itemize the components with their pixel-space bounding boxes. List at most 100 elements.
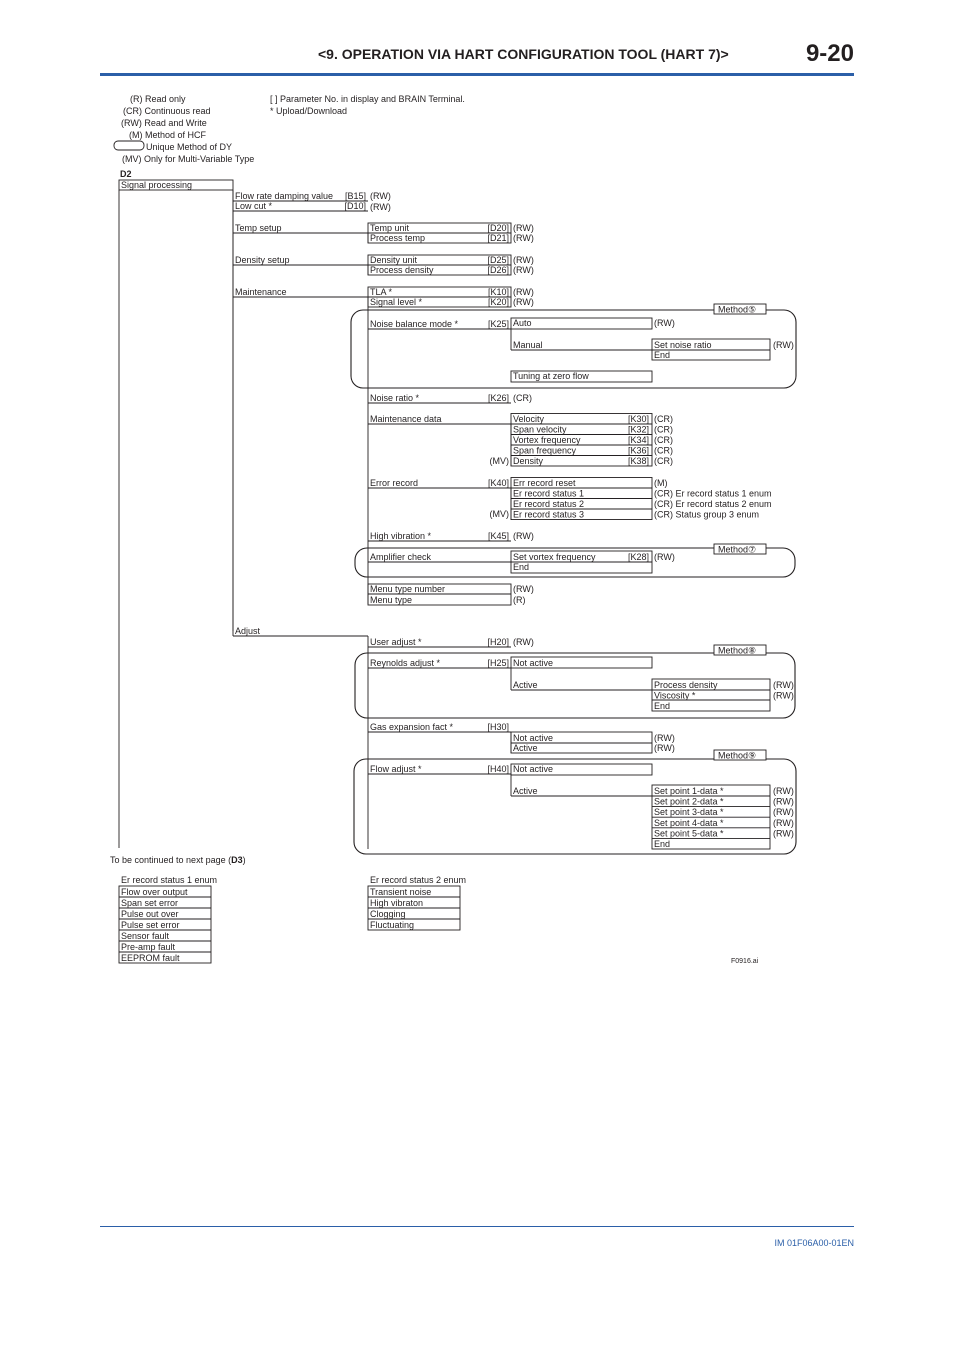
menu-type-label: Menu type [370, 595, 412, 605]
mdata-access: (CR) [654, 414, 673, 424]
err-access: (CR) Er record status 2 enum [654, 499, 772, 509]
vortex-end: End [513, 562, 529, 572]
menu-type-access: (R) [513, 595, 526, 605]
mdata-box [510, 455, 653, 467]
mdata-param: [K32] [628, 425, 649, 435]
enum2-item: High vibraton [370, 898, 423, 908]
method8-box [713, 644, 767, 656]
density-setup-label: Density setup [235, 255, 290, 265]
legend-item-4: Unique Method of DY [146, 142, 232, 152]
gas-expansion-param: [H30] [487, 722, 509, 732]
noise-ratio-label: Noise ratio * [370, 393, 420, 403]
mdata-param: [K38] [628, 456, 649, 466]
legend-param-note: [ ] Parameter No. in display and BRAIN T… [270, 94, 465, 104]
enum1-item: EEPROM fault [121, 953, 180, 963]
legend-item-0: (R) Read only [130, 94, 186, 104]
sub-access: (RW) [513, 223, 534, 233]
enum2-item: Transient noise [370, 887, 431, 897]
enum1-item: Pre-amp fault [121, 942, 176, 952]
temp-setup-label: Temp setup [235, 223, 282, 233]
figure-id: F0916.ai [731, 958, 759, 965]
noise-ratio-access: (CR) [513, 393, 532, 403]
mdata-param: [K36] [628, 446, 649, 456]
legend-item-1: (CR) Continuous read [123, 106, 211, 116]
low-cut-label: Low cut * [235, 201, 273, 211]
set-point-access: (RW) [773, 828, 794, 838]
err-access: (CR) Status group 3 enum [654, 510, 759, 520]
sub-label: Density unit [370, 255, 418, 265]
unique-method-symbol [113, 140, 145, 151]
flow-active-label: Active [513, 786, 538, 796]
gas-expansion-label: Gas expansion fact * [370, 722, 454, 732]
maintenance-label: Maintenance [235, 287, 287, 297]
method7-box [713, 543, 767, 555]
method9-frame [353, 758, 797, 855]
menu-number-label: Menu type number [370, 584, 445, 594]
set-point-access: (RW) [773, 807, 794, 817]
page-header-title: <9. OPERATION VIA HART CONFIGURATION TOO… [318, 46, 729, 62]
footer-rule [100, 1226, 854, 1227]
maint-param: [K20] [488, 297, 509, 307]
set-point-access: (RW) [773, 797, 794, 807]
flow-notactive-box [510, 763, 653, 776]
err-label: Er record status 1 [513, 489, 584, 499]
sub-box [367, 264, 512, 276]
maint-access: (RW) [513, 297, 534, 307]
method8-label: Method⑧ [718, 646, 756, 656]
amplifier-check-label: Amplifier check [370, 552, 432, 562]
flow-damping-label: Flow rate damping value [235, 191, 333, 201]
enum1-title: Er record status 1 enum [121, 875, 217, 885]
method5-label: Method⑤ [718, 305, 756, 315]
set-noise-access: (RW) [773, 340, 794, 350]
tuning-box [510, 370, 653, 383]
page-number: 9-20 [805, 40, 854, 67]
gas-notactive: Not active [513, 733, 553, 743]
set-point-label: Set point 1-data * [654, 786, 724, 796]
set-point-access: (RW) [773, 818, 794, 828]
rey-params-box [651, 678, 771, 712]
mdata-access: (CR) [654, 446, 673, 456]
high-vibration-label: High vibration * [370, 531, 432, 541]
gas-active: Active [513, 743, 538, 753]
flow-notactive: Not active [513, 764, 553, 774]
mdata-label: Span velocity [513, 425, 567, 435]
node-id: D2 [120, 169, 132, 179]
high-vibration-access: (RW) [513, 531, 534, 541]
user-adjust-label: User adjust * [370, 637, 422, 647]
adjust-label: Adjust [235, 626, 261, 636]
err-box [510, 508, 653, 520]
auto-access: (RW) [654, 318, 675, 328]
gas-box [510, 731, 653, 754]
set-point-label: Set point 2-data * [654, 797, 724, 807]
method7-label: Method⑦ [718, 545, 756, 555]
err-label: Er record status 3 [513, 510, 584, 520]
method7-frame [354, 547, 796, 578]
sub-param: [D20] [487, 223, 509, 233]
gas-access: (RW) [654, 733, 675, 743]
set-point-label: Set point 4-data * [654, 818, 724, 828]
mdata-param: [K34] [628, 435, 649, 445]
enum1-item: Sensor fault [121, 931, 170, 941]
sub-param: [D21] [487, 233, 509, 243]
reynolds-adjust-label: Reynolds adjust * [370, 658, 441, 668]
mdata-label: Density [513, 456, 544, 466]
user-adjust-access: (RW) [513, 637, 534, 647]
maint-label: Signal level * [370, 297, 423, 307]
rey-param-access: (RW) [773, 680, 794, 690]
method5-frame [350, 309, 797, 389]
legend-item-5: (MV) Only for Multi-Variable Type [122, 154, 254, 164]
sub-box [367, 232, 512, 244]
flow-damping-param: [B15] [345, 191, 366, 201]
sub-label: Process temp [370, 233, 425, 243]
set-noise-label: Set noise ratio [654, 340, 712, 350]
menu-number-access: (RW) [513, 584, 534, 594]
rey-end: End [654, 701, 670, 711]
points-end: End [654, 839, 670, 849]
auto-label: Auto [513, 318, 532, 328]
err-access: (M) [654, 478, 668, 488]
maint-param: [K10] [488, 287, 509, 297]
user-adjust-param: [H20] [487, 637, 509, 647]
enum1-item: Pulse set error [121, 920, 180, 930]
flow-adjust-label: Flow adjust * [370, 764, 422, 774]
noise-ratio-param: [K26] [488, 393, 509, 403]
